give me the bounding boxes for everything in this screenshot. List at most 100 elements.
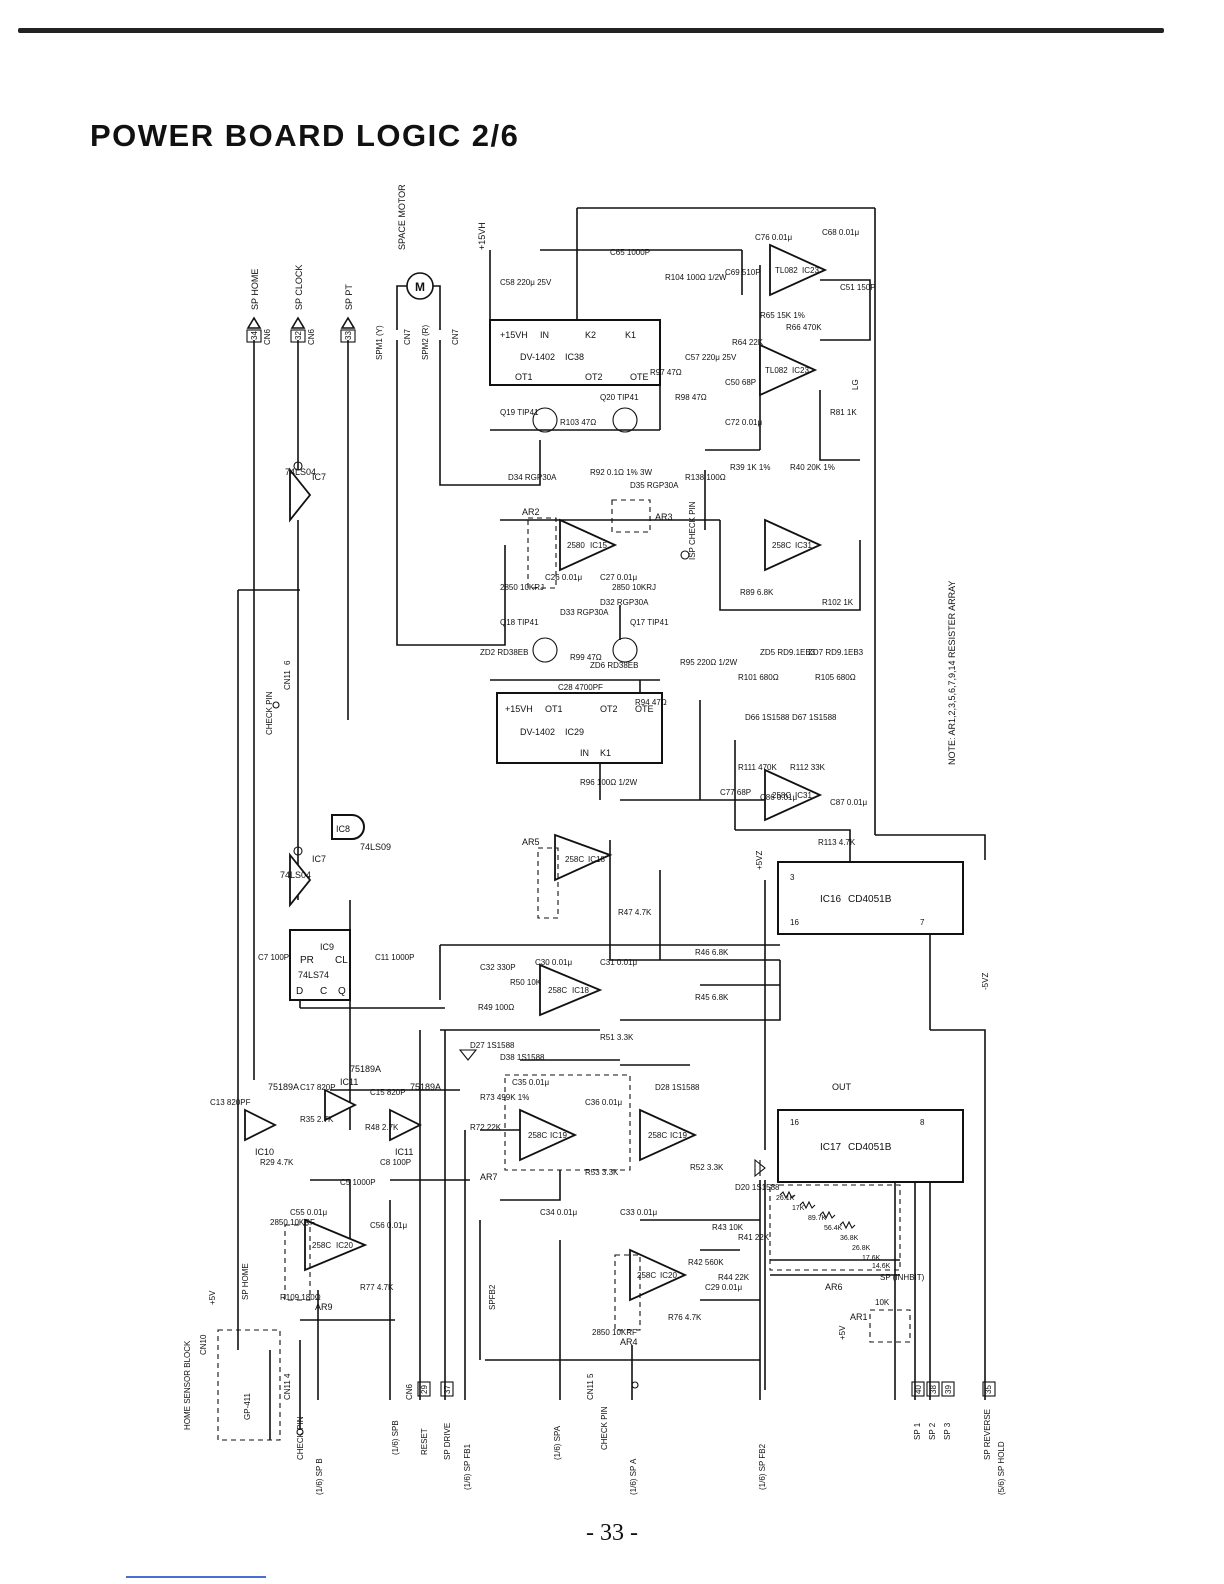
ic20-b-ref: IC20 <box>660 1271 677 1280</box>
ic31-a-part: 258C <box>772 541 791 550</box>
ic29-pin-in: IN <box>580 748 589 758</box>
r97: R97 47Ω <box>650 368 682 377</box>
ic9-pin-c: C <box>320 986 327 997</box>
ic38-pin-supply: +15VH <box>500 330 528 340</box>
ar3-outline <box>611 499 651 533</box>
d33-label: D33 RGP30A <box>560 608 609 617</box>
r40: R40 20K 1% <box>790 463 835 472</box>
c31: C31 0.01μ <box>600 958 637 967</box>
ic20-b-part: 258C <box>637 1271 656 1280</box>
r109: R109 180Ω <box>280 1293 321 1302</box>
ic23-a-part: TL082 <box>765 366 788 375</box>
check-pin-4-cn: CN11 <box>283 1380 292 1400</box>
lg-label: LG <box>851 379 860 390</box>
q20-label: Q20 TIP41 <box>600 393 639 402</box>
ic38-pin-k2: K2 <box>585 330 596 340</box>
ic19-b-ref: IC19 <box>670 1131 687 1140</box>
r44: R44 22K <box>718 1273 750 1282</box>
ic7-mid-ref: IC7 <box>312 854 326 864</box>
sp-home-pin: 34 <box>250 331 259 340</box>
cn10-label: CN10 <box>199 1334 208 1355</box>
ar6-outline <box>537 847 559 919</box>
ic18-b-part: 258C <box>548 986 567 995</box>
bottom-rule <box>126 1576 266 1578</box>
ic31-opamp-b <box>764 768 823 822</box>
ic16-mux: IC16 CD4051B 3 16 7 <box>777 861 964 935</box>
ic8-ref: IC8 <box>336 824 350 834</box>
r138: R138 100Ω <box>685 473 726 482</box>
r92: R92 0.1Ω 1% 3W <box>590 468 652 477</box>
r99: R99 47Ω <box>570 653 602 662</box>
ar5-r3: 89.7K <box>808 1215 827 1222</box>
r66: R66 470K <box>786 323 822 332</box>
ic16-pin16: 16 <box>790 918 799 927</box>
q18-label: Q18 TIP41 <box>500 618 539 627</box>
top-rule <box>18 28 1164 33</box>
motor-symbol: M <box>415 280 425 294</box>
c76: C76 0.01μ <box>755 233 792 242</box>
ic9-pin-cl: CL <box>335 955 348 966</box>
q17-label: Q17 TIP41 <box>630 618 669 627</box>
ic11-b-part: 75189A <box>410 1082 441 1092</box>
c17: C17 820P <box>300 1083 336 1092</box>
plus5v-ar1: +5V <box>838 1325 847 1340</box>
ic38-pin-ot1: OT1 <box>515 372 533 382</box>
ic9-flipflop: PR CL D C Q 74LS74 IC9 <box>289 929 351 1001</box>
ic29-pin-supply: +15VH <box>505 704 533 714</box>
ar6-ref: AR5 <box>522 837 540 847</box>
r49: R49 100Ω <box>478 1003 514 1012</box>
sp-home-top-label: SP HOME <box>250 269 260 310</box>
c13: C13 820PF <box>210 1098 251 1107</box>
minus5vz-label: -5VZ <box>981 973 990 990</box>
r72: R72 22K <box>470 1123 502 1132</box>
ic19-b-part: 258C <box>648 1131 667 1140</box>
ic18-a-part: 258C <box>565 855 584 864</box>
r41: R41 22K <box>738 1233 770 1242</box>
plus5v-sensor: +5V <box>208 1290 217 1305</box>
ar7-outline <box>504 1074 631 1171</box>
c32: C32 330P <box>480 963 516 972</box>
sp3-pin: 39 <box>944 1385 953 1394</box>
ar5-ref: AR6 <box>825 1282 843 1292</box>
c8: C8 100P <box>380 1158 411 1167</box>
r48: R48 2.7K <box>365 1123 399 1132</box>
ar4-ref: AR4 <box>620 1337 638 1347</box>
ar5-outline <box>769 1184 901 1271</box>
reset-cn: CN6 <box>405 1383 414 1400</box>
c86: C86 0.01μ <box>760 793 797 802</box>
ic9-pin-pr: PR <box>300 955 314 966</box>
ic10-part: 75189A <box>268 1082 299 1092</box>
ar3-ref: AR3 <box>655 512 673 522</box>
c68: C68 0.01μ <box>822 228 859 237</box>
sp-pt-label: SP PT <box>344 284 354 310</box>
c28: C28 4700PF <box>558 683 603 692</box>
ic18-a-ref: IC18 <box>588 855 605 864</box>
r29: R29 4.7K <box>260 1158 294 1167</box>
sp-home-mid-label: SP HOME <box>241 1263 250 1300</box>
ic23-b-part: TL082 <box>775 266 798 275</box>
sp-clock-pin: 32 <box>294 331 303 340</box>
zd6-label: ZD6 RD38EB <box>590 661 638 670</box>
check-pin-6-cn: CN11 <box>283 670 292 690</box>
ic19-opamp-a <box>519 1108 578 1162</box>
top-connectors: SP HOME 34 CN6 SP CLOCK 32 CN6 SP PT 33 … <box>246 265 460 360</box>
ar5-r6: 26.8K <box>852 1245 871 1252</box>
opamps: 258C IC18 258C IC18 258C IC19 258C IC19 … <box>304 243 828 1302</box>
c56: C56 0.01μ <box>370 1221 407 1230</box>
ic29-pin-ot1: OT1 <box>545 704 563 714</box>
c27: C27 0.01μ <box>600 573 637 582</box>
ic23-opamp-b <box>769 243 828 297</box>
ic9-pin-q: Q <box>338 986 346 997</box>
ic10-receiver <box>244 1108 278 1142</box>
spm1-label: SPM1 (Y) <box>375 325 384 360</box>
d67-label: D67 1S1588 <box>792 713 837 722</box>
sp-pt-pin: 33 <box>344 331 353 340</box>
ic17-part: CD4051B <box>848 1142 892 1153</box>
d27-label: D27 1S1588 <box>470 1041 515 1050</box>
check-pin-4-num: 4 <box>283 1373 292 1378</box>
logic-gates: 74LS04 IC7 74LS04 IC7 IC8 74LS09 IC10 75… <box>244 461 441 1157</box>
ar5-r4: 56.4K <box>824 1225 843 1232</box>
ic9-pin-d: D <box>296 986 303 997</box>
r52: R52 3.3K <box>690 1163 724 1172</box>
r105: R105 680Ω <box>815 673 856 682</box>
